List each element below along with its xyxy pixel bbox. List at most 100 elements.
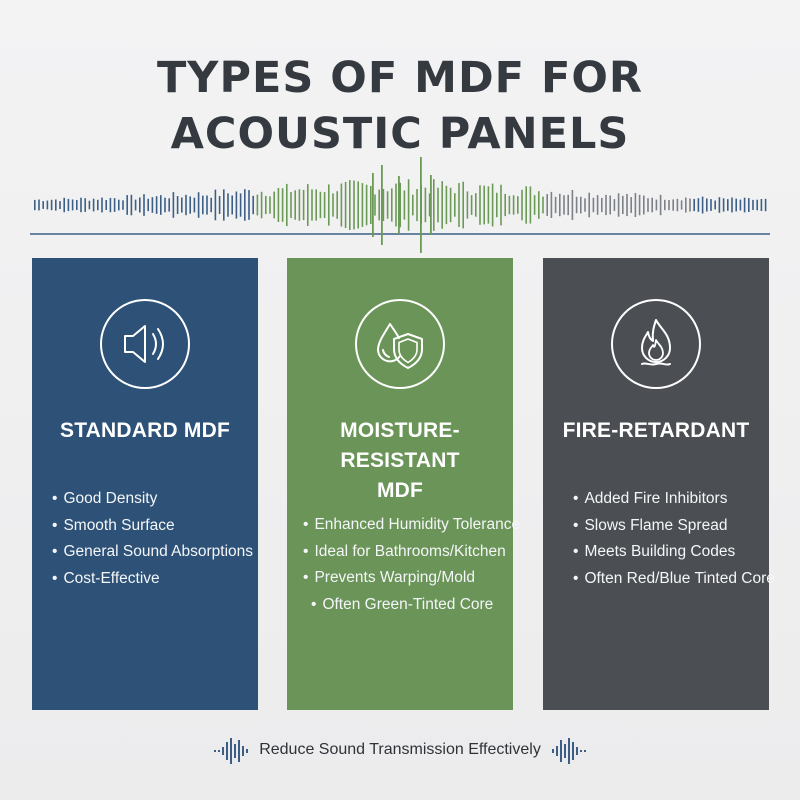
wave-bar <box>281 188 284 222</box>
water-shield-icon <box>355 299 445 389</box>
wave-bar <box>63 197 65 213</box>
footer-tagline: Reduce Sound Transmission Effectively <box>259 741 541 758</box>
wave-bar <box>550 191 553 218</box>
wave-bar <box>398 176 400 234</box>
wave-bar <box>643 195 645 215</box>
wave-bar <box>739 199 742 211</box>
wave-bar <box>248 190 250 220</box>
wave-bar <box>685 197 687 213</box>
wave-bar <box>584 198 586 212</box>
wave-bar <box>269 196 271 214</box>
wave-bar <box>449 187 452 223</box>
wave-bar <box>571 190 574 220</box>
wave-bar <box>504 193 506 217</box>
wave-bar <box>596 195 599 215</box>
wave-bar <box>160 195 162 215</box>
card-title-line-1: MOISTURE-RESISTANT <box>340 419 460 472</box>
wave-bar <box>693 198 695 212</box>
wave-bar <box>134 199 137 211</box>
wave-bar <box>370 186 372 224</box>
wave-bar <box>680 200 683 210</box>
wave-bar <box>273 191 275 219</box>
flame-icon <box>611 299 701 389</box>
wave-bar <box>706 198 708 212</box>
wave-bar <box>601 197 603 213</box>
wave-bar <box>424 187 427 223</box>
wave-bar <box>42 201 44 209</box>
wave-bar <box>668 200 670 211</box>
wave-bar <box>260 191 263 219</box>
wave-bar <box>651 197 653 213</box>
wave-bar <box>168 198 170 212</box>
wave-bar <box>197 192 200 218</box>
list-item: Added Fire Inhibitors <box>573 486 799 513</box>
list-item: Often Red/Blue Tinted Core <box>573 566 799 593</box>
wave-bar <box>34 199 36 211</box>
card-standard-mdf: STANDARD MDF Good Density Smooth Surface… <box>32 258 258 710</box>
wave-bar <box>718 197 721 213</box>
wave-bar <box>655 199 658 211</box>
wave-bar <box>391 188 393 222</box>
wave-bar <box>517 196 519 214</box>
wave-bar <box>244 189 246 221</box>
wave-bar <box>563 195 565 215</box>
wave-bar <box>743 197 746 213</box>
card-fire-retardant: FIRE-RETARDANT Added Fire Inhibitors Slo… <box>543 258 775 710</box>
page-title: TYPES OF MDF FOR ACOUSTIC PANELS <box>0 50 800 162</box>
wave-bar <box>381 165 383 245</box>
wave-bar <box>605 194 607 216</box>
wave-bar <box>80 197 82 213</box>
wave-bar <box>307 184 309 226</box>
wave-bar <box>130 194 133 216</box>
wave-bar <box>286 183 288 227</box>
card-title: STANDARD MDF <box>32 416 258 446</box>
wave-bar <box>525 186 527 224</box>
wave-bar <box>533 195 536 215</box>
wave-bar <box>97 199 99 211</box>
list-item: Often Green-Tinted Core <box>303 592 529 619</box>
wave-bar <box>46 200 49 210</box>
wave-bar <box>139 197 141 213</box>
wave-bar <box>609 195 611 215</box>
wave-bar <box>353 180 355 230</box>
wave-bar <box>634 193 637 217</box>
wave-bar <box>554 196 557 214</box>
wave-bar <box>252 195 254 215</box>
wave-bar <box>437 187 439 223</box>
wave-bar <box>235 191 238 219</box>
wave-bar <box>403 190 406 220</box>
wave-bar <box>176 196 179 214</box>
wave-bar <box>202 195 204 215</box>
sound-wave-icon <box>214 738 248 764</box>
wave-bar <box>294 190 296 220</box>
wave-bar <box>147 198 149 212</box>
wave-bar <box>722 198 725 212</box>
wave-bar <box>399 182 401 228</box>
wave-bar <box>508 195 511 215</box>
wave-bar <box>340 183 343 227</box>
wave-bar <box>521 189 523 221</box>
wave-bar <box>349 180 351 230</box>
wave-bar <box>290 192 292 218</box>
wave-bar <box>433 179 435 231</box>
wave-bar <box>500 184 502 226</box>
wave-bar <box>193 197 196 213</box>
wave-bar <box>223 189 225 221</box>
wave-bar <box>143 194 145 216</box>
wave-bar <box>496 192 498 218</box>
card-moisture-resistant-mdf: MOISTURE-RESISTANT MDF Enhanced Humidity… <box>287 258 520 710</box>
wave-bars <box>34 157 767 253</box>
feature-list: Good Density Smooth Surface General Soun… <box>32 486 278 592</box>
wave-bar <box>256 194 259 216</box>
wave-bar <box>336 191 338 219</box>
wave-bar <box>487 186 490 224</box>
wave-bar <box>365 184 368 226</box>
wave-bar <box>735 198 737 212</box>
wave-bar <box>206 195 208 215</box>
speaker-icon <box>100 299 190 389</box>
wave-bar <box>164 197 166 213</box>
wave-bar <box>727 199 729 211</box>
wave-bar <box>764 198 767 212</box>
wave-bar <box>416 189 418 222</box>
